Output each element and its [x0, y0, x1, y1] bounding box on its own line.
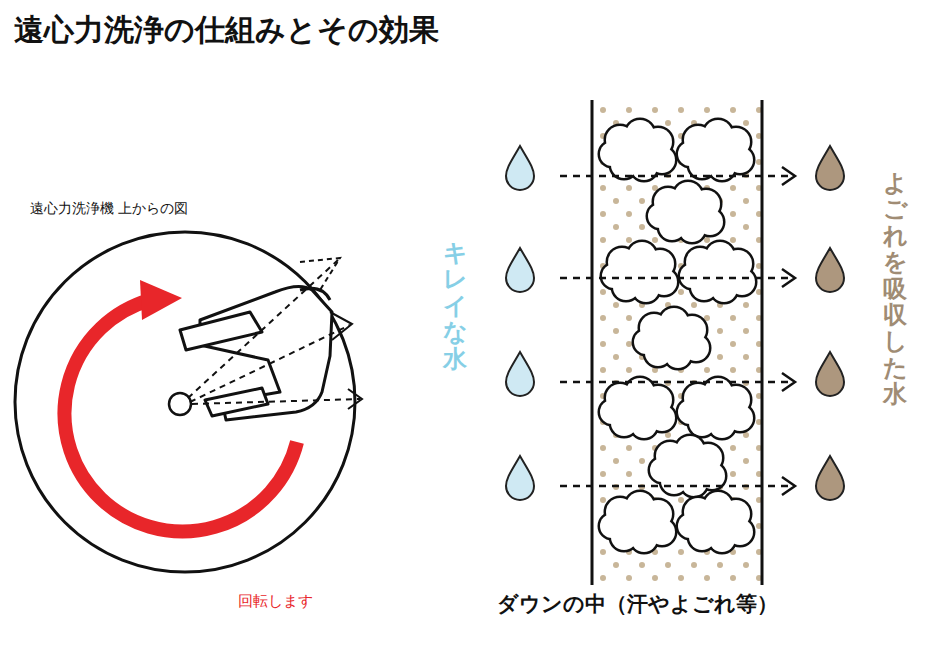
water-drops [506, 146, 844, 500]
flow-arrow [560, 381, 792, 384]
dirt-dots [592, 100, 762, 585]
arrow-head [782, 477, 795, 495]
dirty-water-label: よごれを吸収した水 [883, 170, 907, 408]
centrifugal-arrows [188, 258, 362, 409]
arrow-head [782, 269, 795, 287]
arrow-head [782, 167, 795, 185]
flow-arrow [560, 175, 792, 178]
washer-drum [15, 232, 355, 572]
jacket [180, 286, 332, 420]
title: 遠心力洗浄の仕組みとその効果 [14, 10, 439, 51]
flow-arrow [560, 485, 792, 488]
figure-caption: 遠心力洗浄機 上からの図 [30, 200, 188, 218]
arrow-head [782, 373, 795, 391]
rotation-label: 回転します [238, 592, 313, 611]
flow-arrows [560, 167, 795, 495]
down-interior-label: ダウンの中（汗やよごれ等） [497, 590, 778, 618]
flow-arrow [560, 277, 792, 280]
clean-water-label: キレイな水 [443, 240, 467, 372]
